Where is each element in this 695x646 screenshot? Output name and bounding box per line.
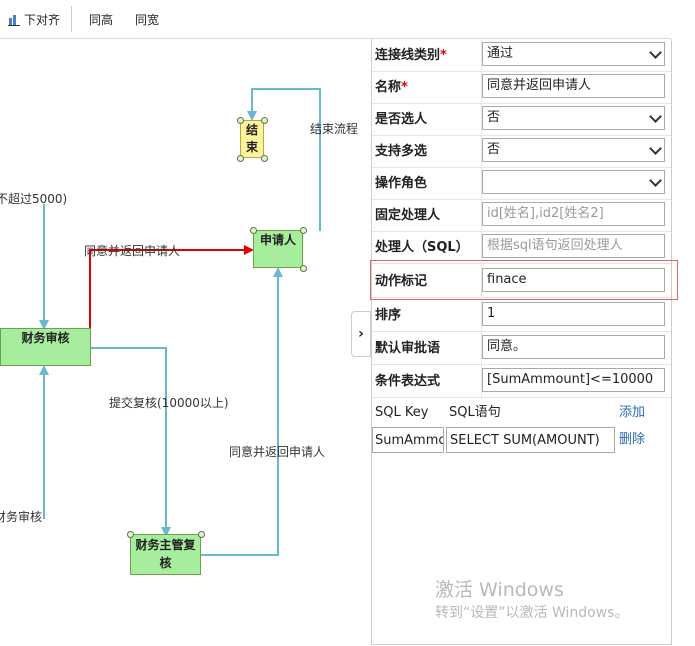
prop-row-role: 操作角色 <box>372 167 671 200</box>
node-handle[interactable] <box>250 227 257 234</box>
fixed-handler-input[interactable]: id[姓名],id2[姓名2] <box>482 202 665 226</box>
sql-table: SQL Key SQL语句 添加 SumAmmount SELECT SUM(A… <box>372 400 671 454</box>
prop-label: 连接线类别* <box>375 48 447 63</box>
node-handle[interactable] <box>300 227 307 234</box>
node-handle[interactable] <box>127 531 134 538</box>
properties-panel: 连接线类别* 通过 名称* 同意并返回申请人 是否选人 否 支持多选 否 操作角… <box>371 39 672 645</box>
prop-label: 默认审批语 <box>375 341 441 356</box>
node-finance-review[interactable]: 财务审核 <box>0 328 91 366</box>
node-handle[interactable] <box>237 117 244 124</box>
node-applicant[interactable]: 申请人 <box>253 230 303 268</box>
default-comment-input[interactable]: 同意。 <box>482 335 665 359</box>
node-handle[interactable] <box>300 265 307 272</box>
prop-row-select-person: 是否选人 否 <box>372 103 671 136</box>
sql-handler-input[interactable]: 根据sql语句返回处理人 <box>482 234 665 258</box>
prop-row-multi-select: 支持多选 否 <box>372 135 671 168</box>
activation-watermark-title: 激活 Windows <box>435 579 564 601</box>
collapse-panel-button[interactable]: › <box>351 311 371 357</box>
sql-key-header: SQL Key <box>375 405 429 420</box>
edge-return-applicant[interactable] <box>200 267 283 556</box>
sql-key-input[interactable]: SumAmmount <box>372 427 444 453</box>
prop-row-fixed-handler: 固定处理人 id[姓名],id2[姓名2] <box>372 199 671 232</box>
prop-label: 操作角色 <box>375 176 428 191</box>
add-sql-link[interactable]: 添加 <box>619 405 646 420</box>
node-finance-manager[interactable]: 财务主管复核 <box>130 534 201 575</box>
edge-label-return-applicant-selected: 同意并返回申请人 <box>84 244 181 258</box>
node-handle[interactable] <box>198 531 205 538</box>
same-width-button[interactable]: 同宽 <box>135 13 160 27</box>
sql-statement-input[interactable]: SELECT SUM(AMOUNT) <box>446 427 615 453</box>
toolbar: 下对齐 同高 同宽 <box>0 0 671 39</box>
prop-label: 是否选人 <box>375 112 428 127</box>
chevron-down-icon <box>649 46 662 59</box>
order-input[interactable]: 1 <box>482 302 665 326</box>
prop-row-sql-handler: 处理人（SQL） 根据sql语句返回处理人 <box>372 231 671 264</box>
chevron-down-icon <box>649 110 662 123</box>
align-bottom-button[interactable]: 下对齐 <box>8 10 60 30</box>
node-end[interactable]: 结束 <box>240 120 264 158</box>
node-end-label: 结束 <box>245 123 258 154</box>
edge-submit-recheck[interactable] <box>90 347 171 537</box>
prop-row-default-comment: 默认审批语 同意。 <box>372 332 671 365</box>
prop-row-order: 排序 1 <box>372 299 671 332</box>
name-input[interactable]: 同意并返回申请人 <box>482 74 665 98</box>
chevron-down-icon <box>649 142 662 155</box>
chevron-down-icon <box>649 174 662 187</box>
prop-label: 条件表达式 <box>375 374 441 389</box>
edge-label-under-5000: 不超过5000) <box>0 192 68 206</box>
edge-return-applicant-selected[interactable] <box>89 245 254 328</box>
activation-watermark-hint: 转到“设置”以激活 Windows。 <box>435 605 629 621</box>
node-finance-manager-label: 财务主管复核 <box>135 538 196 570</box>
prop-label: 动作标记 <box>375 274 428 289</box>
edge-label-end-flow: 结束流程 <box>310 122 359 136</box>
role-select[interactable] <box>482 170 665 194</box>
multi-select-select[interactable]: 否 <box>482 138 665 162</box>
flow-canvas[interactable]: 结束 申请人 财务审核 财务主管复核 不超过5000) 同意并返回申请人 结束流… <box>0 39 370 646</box>
select-person-select[interactable]: 否 <box>482 106 665 130</box>
prop-label: 支持多选 <box>375 144 428 159</box>
edge-type-select[interactable]: 通过 <box>482 42 665 66</box>
node-applicant-label: 申请人 <box>259 233 296 247</box>
prop-row-edge-type: 连接线类别* 通过 <box>372 39 671 72</box>
prop-label: 处理人（SQL） <box>375 240 469 255</box>
node-handle[interactable] <box>237 155 244 162</box>
prop-label: 名称* <box>375 80 408 95</box>
delete-sql-link[interactable]: 删除 <box>619 432 646 447</box>
node-finance-review-label: 财务审核 <box>21 331 70 345</box>
flow-edges <box>39 88 321 556</box>
highlight-box <box>370 260 678 300</box>
node-handle[interactable] <box>261 155 268 162</box>
edge-label-submit-recheck: 提交复核(10000以上) <box>109 396 229 410</box>
edge-end-flow[interactable] <box>247 88 321 231</box>
edge-label-return-applicant: 同意并返回申请人 <box>229 445 326 459</box>
align-bottom-label: 下对齐 <box>24 13 61 27</box>
action-flag-input[interactable]: finace <box>482 268 665 292</box>
edge-label-finance-review-in: 财务审核 <box>0 510 43 524</box>
sql-statement-header: SQL语句 <box>449 405 501 420</box>
prop-row-condition: 条件表达式 [SumAmmount]<=10000 <box>372 365 671 398</box>
node-handle[interactable] <box>261 117 268 124</box>
prop-row-action-flag: 动作标记 finace <box>372 265 671 298</box>
prop-row-name: 名称* 同意并返回申请人 <box>372 71 671 104</box>
condition-input[interactable]: [SumAmmount]<=10000 <box>482 368 665 392</box>
sql-table-header: SQL Key SQL语句 添加 <box>372 400 671 427</box>
same-height-button[interactable]: 同高 <box>89 13 114 27</box>
align-bottom-icon <box>8 15 20 26</box>
prop-label: 固定处理人 <box>375 208 441 223</box>
toolbar-divider <box>71 6 72 32</box>
table-row: SumAmmount SELECT SUM(AMOUNT) 删除 <box>372 427 671 454</box>
prop-label: 排序 <box>375 308 402 323</box>
